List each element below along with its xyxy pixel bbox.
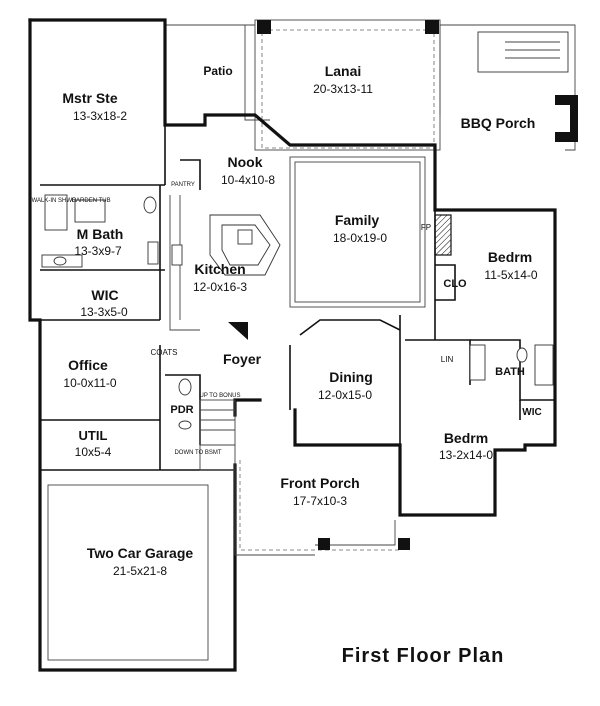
room-name-nook: Nook [228,154,263,170]
label-pdr: PDR [170,404,193,416]
front-porch [234,460,410,556]
room-dim-dining: 12-0x15-0 [318,388,372,402]
lanai-outline [254,19,441,151]
label-up-to-bonus: UP TO BONUS [199,393,240,399]
room-dim-front-porch: 17-7x10-3 [293,494,347,508]
room-name-m-bath: M Bath [77,226,124,242]
room-dim-lanai: 20-3x13-11 [313,82,373,96]
plan-title: First Floor Plan [342,645,505,667]
room-name-util: UTIL [79,428,108,443]
room-name-mstr-ste: Mstr Ste [62,90,117,106]
fireplace-icon [434,214,452,256]
room-dim-bedrm-1: 11-5x14-0 [484,268,537,282]
kitchen-counters [169,195,281,340]
room-dim-m-bath: 13-3x9-7 [74,244,122,258]
room-name-front-porch: Front Porch [280,475,359,491]
room-dim-kitchen: 12-0x16-3 [193,280,247,294]
room-name-wic-master: WIC [91,287,118,303]
room-name-kitchen: Kitchen [194,261,245,277]
room-name-lanai: Lanai [325,63,362,79]
room-dim-family: 18-0x19-0 [333,231,387,245]
room-dim-mstr-ste: 13-3x18-2 [73,109,127,123]
room-name-dining: Dining [329,369,373,385]
small-labels: PANTRY WALK-IN SHWR GARDEN TUB FP CLO CO… [32,182,542,456]
room-name-office: Office [68,357,108,373]
label-wic-bedroom: WIC [522,407,541,418]
room-dim-bedrm-2: 13-2x14-0 [439,448,493,462]
label-down-to-bsmt: DOWN TO BSMT [174,450,221,456]
garage-interior [47,484,209,661]
family-frame [289,156,426,308]
label-coats: COATS [151,348,178,357]
room-name-patio: Patio [203,64,232,78]
room-dim-util: 10x5-4 [75,445,112,459]
room-name-bbq-porch: BBQ Porch [461,115,536,131]
label-walkin-shwr: WALK-IN SHWR [32,198,77,204]
room-dim-office: 10-0x11-0 [63,376,116,390]
room-name-family: Family [335,212,380,228]
bath-fixtures [41,194,554,430]
room-name-foyer: Foyer [223,351,262,367]
room-dim-two-car-garage: 21-5x21-8 [113,564,167,578]
label-clo: CLO [443,278,467,290]
label-lin: LIN [441,355,454,364]
label-bath: BATH [495,366,525,378]
room-dim-nook: 10-4x10-8 [221,173,275,187]
label-fp: FP [421,223,431,232]
room-name-two-car-garage: Two Car Garage [87,545,194,561]
room-labels: Mstr Ste 13-3x18-2 Patio Lanai 20-3x13-1… [62,63,538,578]
label-garden-tub: GARDEN TUB [71,198,110,204]
bbq-porch [439,24,578,151]
room-name-bedrm-2: Bedrm [444,430,488,446]
stairs [199,399,236,471]
room-name-bedrm-1: Bedrm [488,249,532,265]
room-dim-wic-master: 13-3x5-0 [80,305,128,319]
label-pantry: PANTRY [171,182,195,188]
